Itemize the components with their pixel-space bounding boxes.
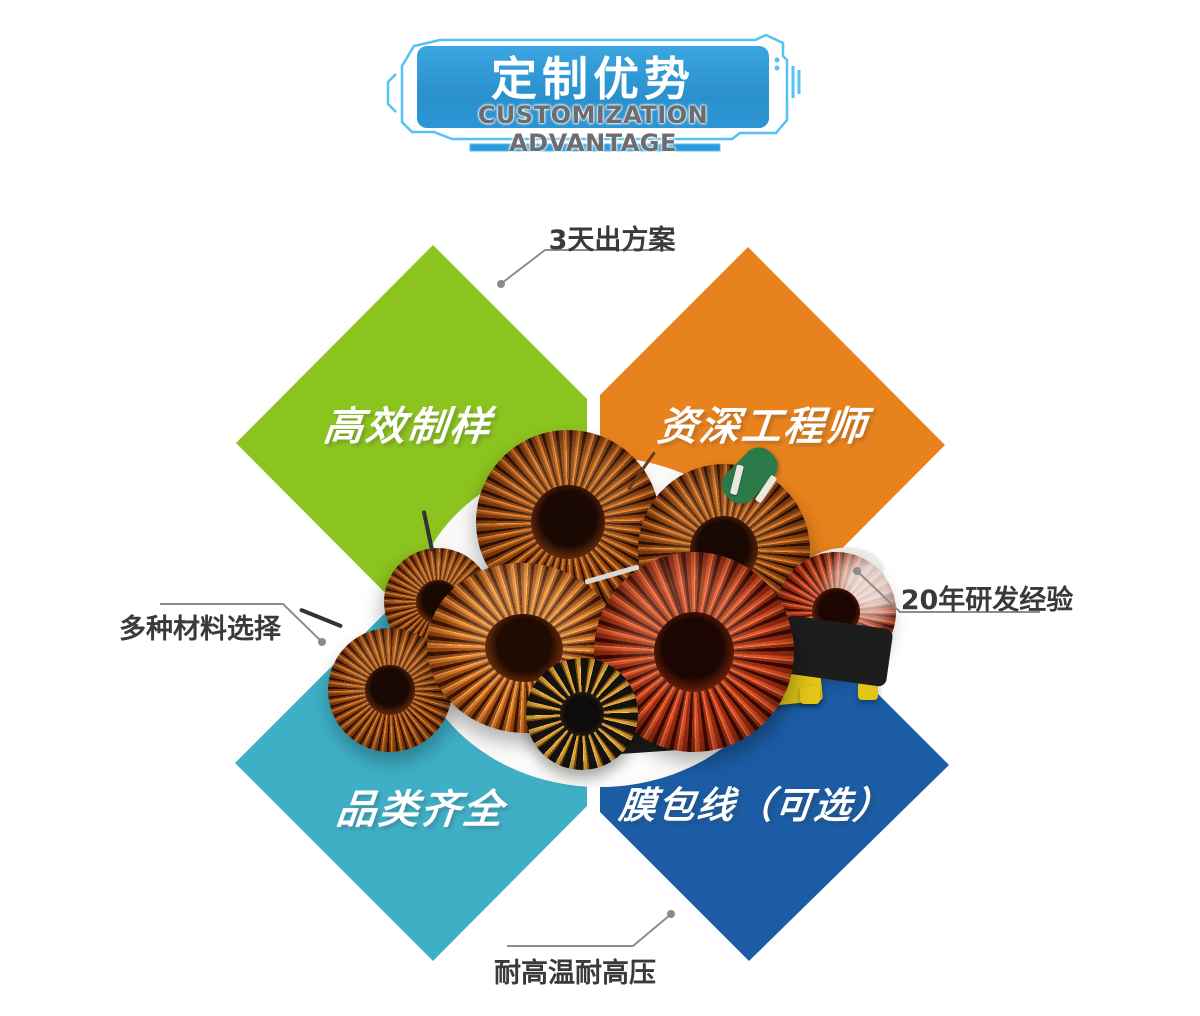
frame-dot	[774, 57, 780, 63]
lead-wire	[298, 607, 344, 629]
leader-dot	[497, 280, 505, 288]
pcb-leg	[858, 682, 878, 700]
pcb-leg	[800, 686, 820, 704]
diamond-label-efficient-sampling: 高效制样	[321, 404, 494, 450]
leader-dot	[667, 910, 675, 918]
callout-3-day-proposal: 3天出方案	[548, 225, 676, 256]
diamond-label-full-product-range: 品类齐全	[334, 787, 507, 833]
callout-heat-voltage: 耐高温耐高压	[494, 958, 656, 989]
callout-20-years-rnd: 20年研发经验	[900, 585, 1074, 616]
banner-title: 定制优势	[491, 52, 695, 106]
callout-material-choices: 多种材料选择	[119, 614, 281, 645]
leader-dot	[318, 638, 326, 646]
banner-subtitle: CUSTOMIZATION ADVANTAGE	[477, 101, 709, 157]
diamond-label-senior-engineers: 资深工程师	[655, 404, 870, 450]
frame-dot	[774, 65, 780, 71]
diamond-label-film-wrapped-wire: 膜包线（可选）	[616, 784, 895, 827]
inductor-coil-gold	[526, 658, 638, 770]
